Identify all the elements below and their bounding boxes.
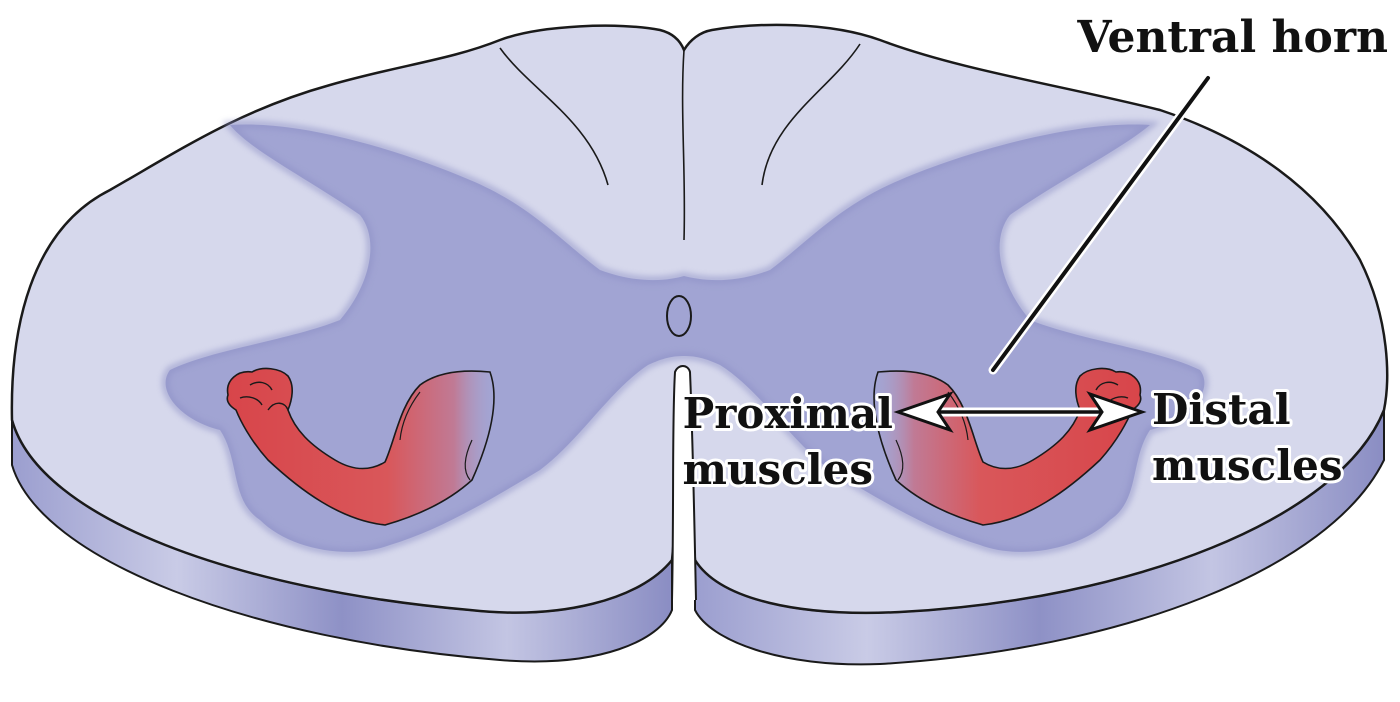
distal-muscles-label-line1: Distal bbox=[1152, 385, 1291, 434]
distal-muscles-label-line2: muscles bbox=[1152, 441, 1343, 490]
double-headed-arrow-icon bbox=[893, 391, 1147, 433]
ventral-horn-label: Ventral horn bbox=[1076, 12, 1388, 63]
ventral-median-fissure bbox=[671, 365, 697, 601]
ventral-horn-leader-line bbox=[988, 73, 1213, 375]
proximal-muscles-label-line2: muscles bbox=[682, 445, 873, 494]
proximal-muscles-label-line1: Proximal bbox=[683, 389, 893, 438]
central-canal bbox=[666, 295, 692, 337]
left-arm-icon bbox=[226, 367, 495, 526]
dorsal-column-lines bbox=[499, 43, 861, 241]
